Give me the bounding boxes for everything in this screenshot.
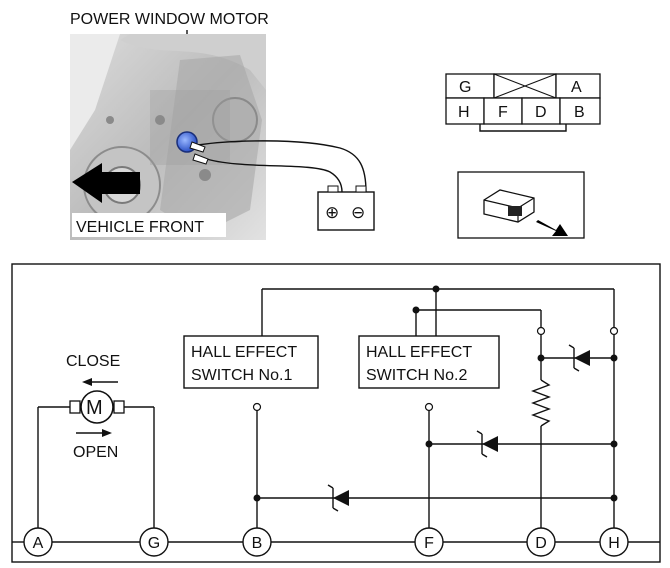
pin-g: G [459, 79, 471, 96]
terminal-h: H [599, 527, 629, 557]
motor-title: POWER WINDOW MOTOR [70, 11, 269, 28]
battery-leads [189, 140, 367, 193]
zener-diode-2 [476, 430, 498, 458]
pin-d: D [535, 104, 547, 121]
terminal-a: A [23, 527, 53, 557]
switch1-line1: HALL EFFECT [191, 344, 297, 361]
hall-switch-2: HALL EFFECT SWITCH No.2 [358, 335, 500, 389]
pin-b: B [574, 104, 585, 121]
test-points [252, 326, 619, 412]
switch2-line1: HALL EFFECT [366, 344, 472, 361]
battery-minus: ⊖ [351, 203, 365, 222]
connector-face: G A H F D B [445, 73, 601, 132]
switch2-line2: SWITCH No.2 [366, 367, 467, 384]
front-label-bg [72, 213, 226, 237]
zener-diode-1 [568, 344, 590, 372]
vehicle-front-label: VEHICLE FRONT [76, 219, 204, 236]
battery-plus: ⊕ [325, 203, 339, 222]
zener-diode-3 [327, 484, 349, 512]
motor-icon: M [69, 390, 125, 424]
hall-switch-1: HALL EFFECT SWITCH No.1 [183, 335, 319, 389]
connector-view-icon [457, 171, 585, 239]
terminal-f: F [414, 527, 444, 557]
front-arrow-icon [72, 163, 140, 203]
resistor [531, 379, 551, 427]
door-panel-photo [70, 34, 266, 240]
svg-text:G: G [148, 535, 160, 552]
terminal-g: G [139, 527, 169, 557]
svg-text:H: H [608, 535, 620, 552]
svg-text:F: F [424, 535, 434, 552]
open-label: OPEN [73, 444, 118, 461]
terminal-d: D [526, 527, 556, 557]
close-label: CLOSE [66, 353, 120, 370]
battery-icon: ⊕ ⊖ [317, 185, 375, 231]
junction-dots [253, 285, 618, 502]
switch1-line2: SWITCH No.1 [191, 367, 292, 384]
terminal-b: B [242, 527, 272, 557]
pin-a: A [571, 79, 582, 96]
svg-text:B: B [252, 535, 263, 552]
svg-text:D: D [535, 535, 547, 552]
close-arrow-icon [82, 378, 118, 386]
svg-text:A: A [33, 535, 44, 552]
pin-f: F [498, 104, 508, 121]
motor-letter: M [86, 397, 103, 419]
pin-h: H [458, 104, 470, 121]
open-arrow-icon [76, 429, 112, 437]
